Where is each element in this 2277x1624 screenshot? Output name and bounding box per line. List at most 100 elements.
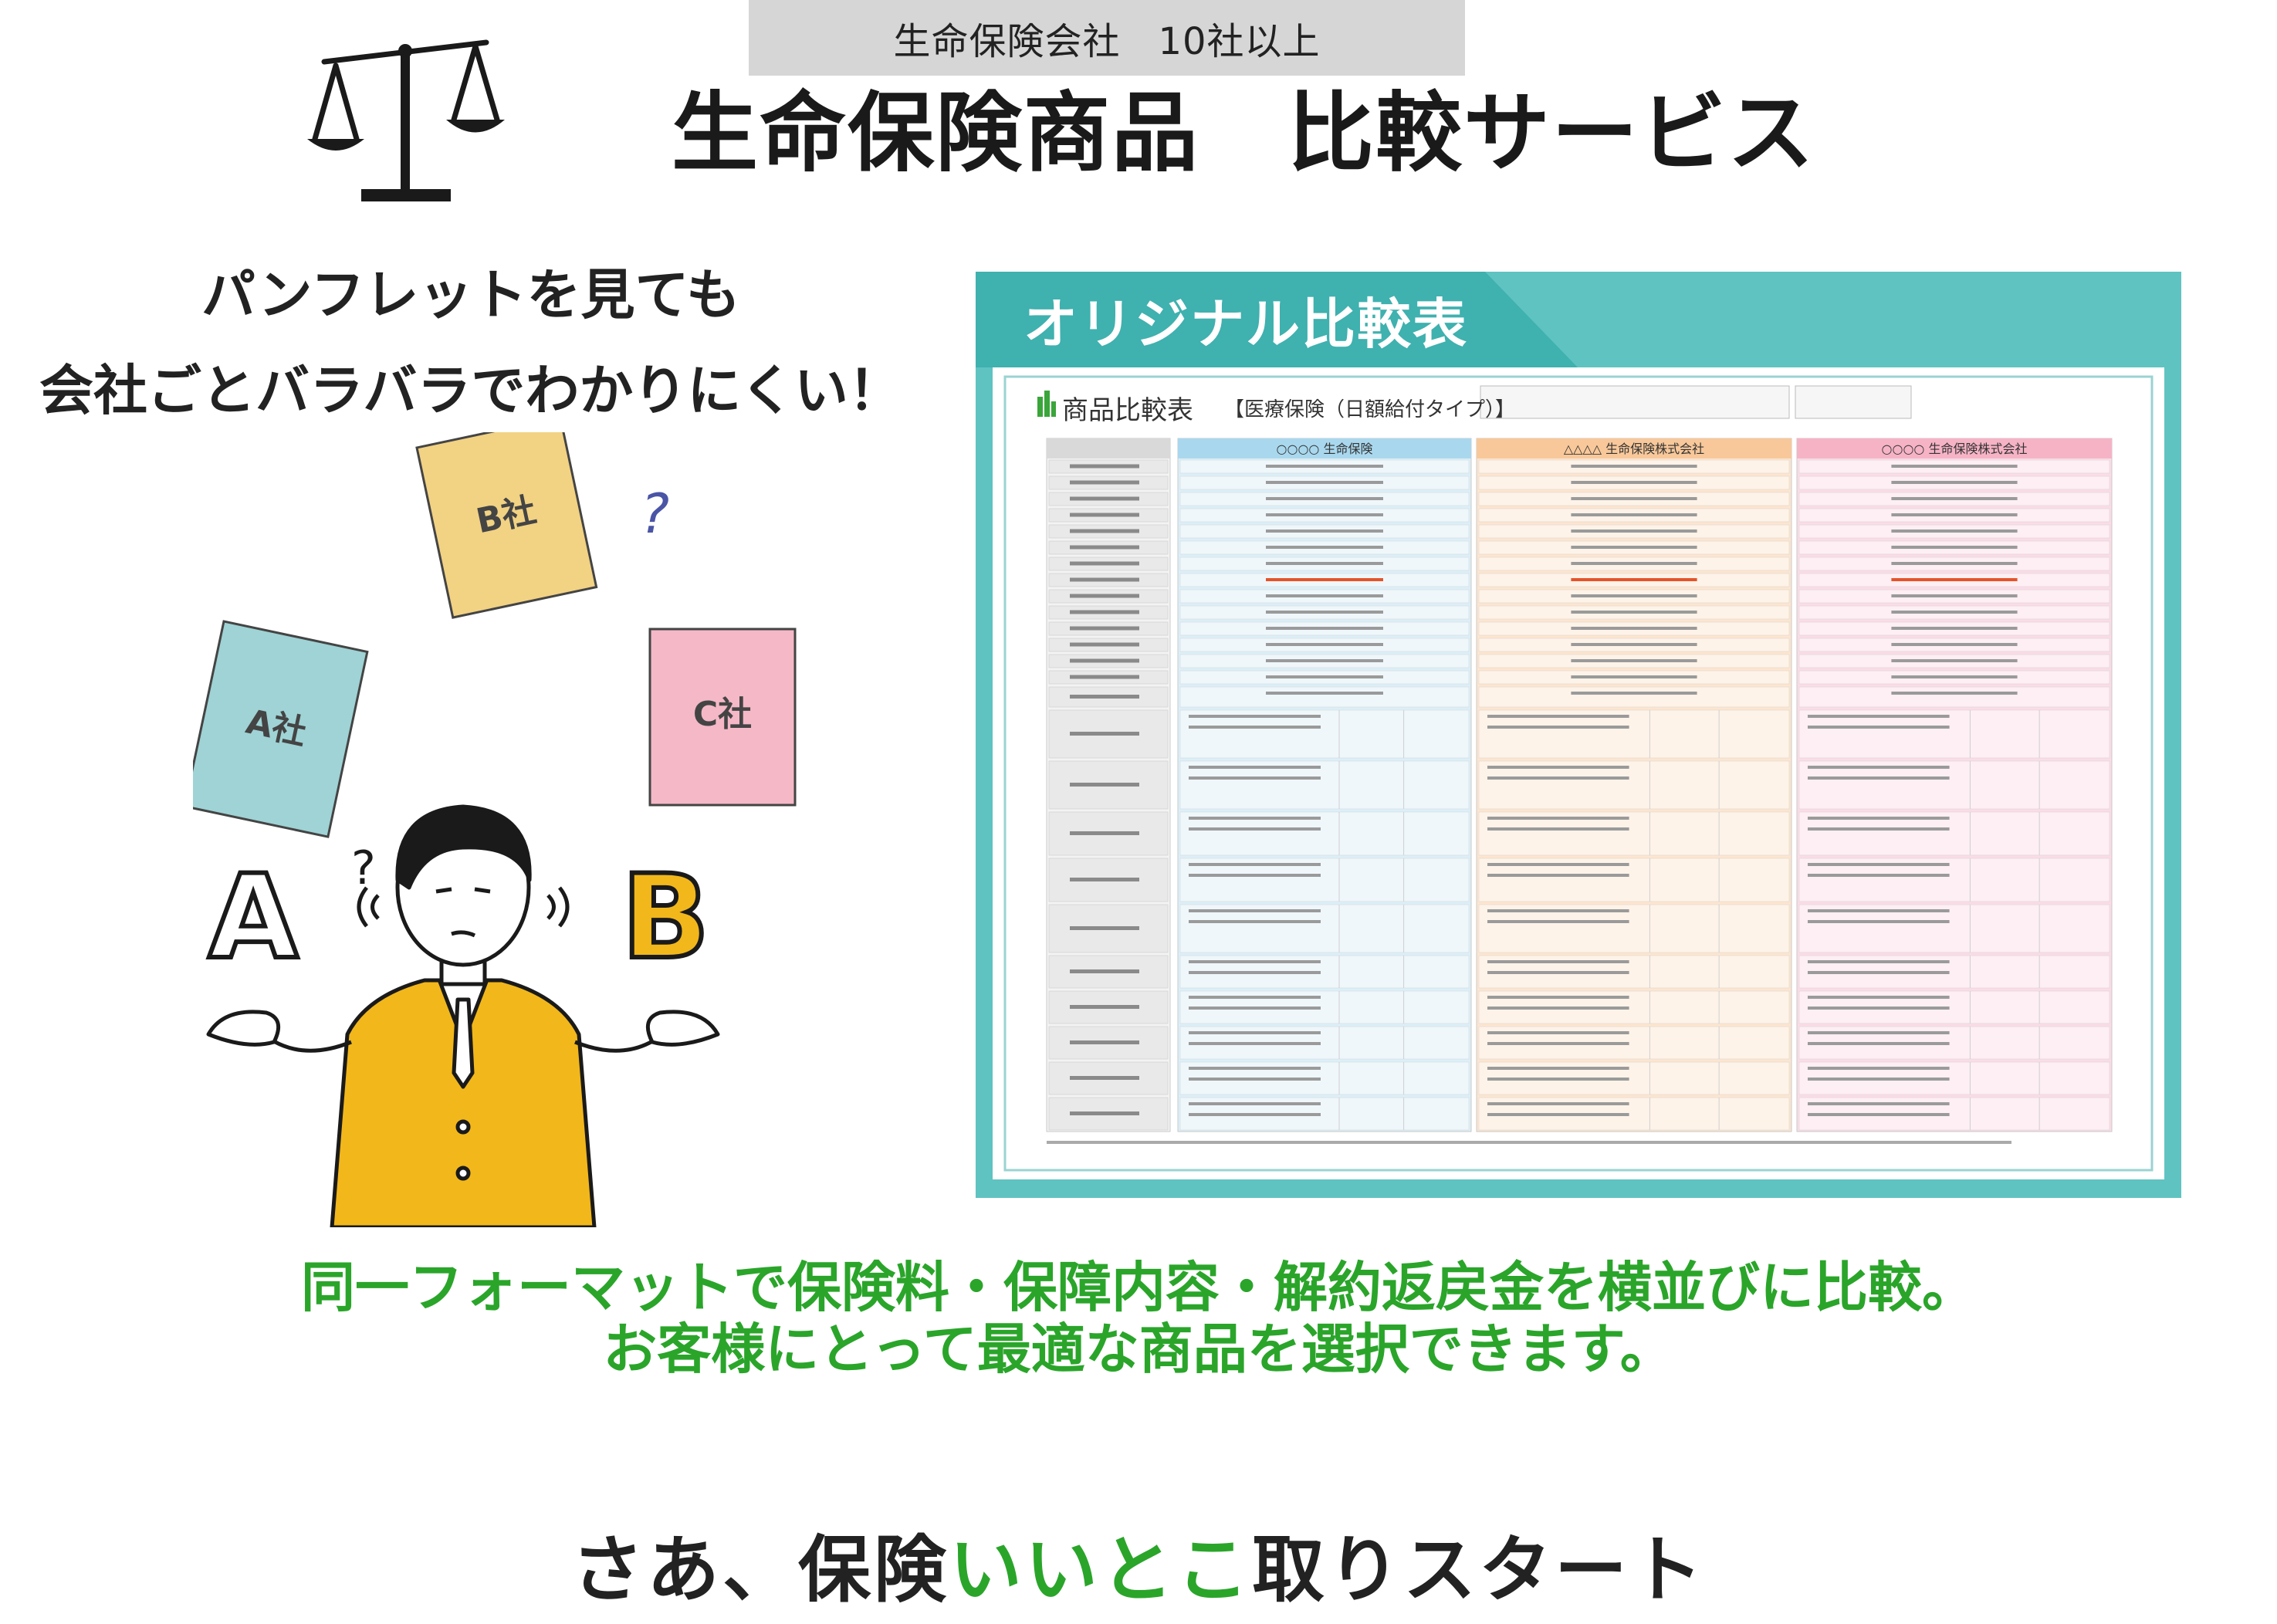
sheet-cell-text	[1808, 776, 1950, 780]
sheet-cell-text	[1487, 766, 1629, 769]
problem-line-2: 会社ごとバラバラでわかりにくい！	[39, 359, 902, 422]
sheet-cell-text	[1891, 692, 2018, 695]
sheet-cell-text	[1487, 827, 1629, 831]
sheet-cell-text	[1891, 578, 2018, 581]
sheet-cell	[1478, 686, 1790, 708]
sheet-cell-text	[1891, 529, 2018, 533]
sheet-column-header-label: △△△△ 生命保険株式会社	[1564, 442, 1704, 456]
sheet-cell-text	[1487, 971, 1629, 974]
sheet-cell-text	[1266, 643, 1383, 646]
sheet-cell-text	[1189, 1113, 1321, 1116]
sheet-cell	[1798, 904, 2110, 953]
sheet-cell	[1798, 709, 2110, 759]
sheet-border	[1003, 375, 2154, 1172]
sheet-row-label	[1070, 577, 1139, 582]
sheet-cell-text	[1189, 909, 1321, 912]
sheet-cell-text	[1487, 960, 1629, 963]
sheet-row-label	[1070, 610, 1139, 614]
sheet-cell-text	[1808, 1102, 1950, 1105]
sheet-cell-text	[1266, 529, 1383, 533]
sheet-row-label	[1070, 1076, 1139, 1080]
sheet-cell-text	[1487, 1031, 1629, 1034]
confused-man-illustration: B社 A社 C社 ? A B ?	[193, 432, 797, 1227]
sheet-cell-text	[1189, 827, 1321, 831]
sheet-info-box	[1795, 385, 1912, 419]
sheet-cell-text	[1189, 960, 1321, 963]
sheet-cell-text	[1189, 1007, 1321, 1010]
building-logo-icon	[1037, 391, 1056, 417]
blue-question-mark: ?	[641, 482, 669, 546]
sheet-row-label	[1070, 732, 1139, 736]
sheet-cell-text	[1571, 594, 1697, 597]
sheet-cell	[1798, 686, 2110, 708]
sheet-cell-text	[1808, 920, 1950, 923]
sheet-cell-text	[1189, 766, 1321, 769]
brochure-c-card: C社	[648, 628, 797, 807]
sheet-cell-text	[1571, 562, 1697, 565]
sheet-cell-text	[1266, 659, 1383, 662]
sheet-column-header	[1477, 438, 1791, 458]
sheet-cell-text	[1189, 996, 1321, 999]
sheet-cell	[1179, 709, 1470, 759]
sheet-cell-text	[1189, 1078, 1321, 1081]
sheet-cell-text	[1571, 675, 1697, 678]
sheet-cell-text	[1891, 643, 2018, 646]
sheet-cell-text	[1808, 971, 1950, 974]
sheet-grid: ○○○○ 生命保険△△△△ 生命保険株式会社○○○○ 生命保険株式会社	[1003, 375, 2154, 1172]
sheet-cell	[1179, 686, 1470, 708]
sheet-cell-text	[1808, 960, 1950, 963]
sheet-cell-text	[1891, 611, 2018, 614]
sheet-row-label	[1070, 675, 1139, 679]
sheet-row-label	[1070, 1005, 1139, 1009]
sheet-cell-text	[1189, 776, 1321, 780]
sheet-cell-text	[1189, 1042, 1321, 1045]
sheet-cell-text	[1571, 546, 1697, 549]
sheet-cell-text	[1571, 497, 1697, 500]
benefit-line-1: 同一フォーマットで保険料・保障内容・解約返戻金を横並びに比較。	[301, 1256, 1976, 1319]
sheet-cell-text	[1487, 776, 1629, 780]
sheet-row-label	[1070, 561, 1139, 566]
sheet-cell-text	[1487, 909, 1629, 912]
sheet-cell-text	[1266, 546, 1383, 549]
sheet-cell-text	[1891, 627, 2018, 630]
man-question-mark: ?	[351, 841, 376, 895]
sheet-cell-text	[1808, 1031, 1950, 1034]
sheet-cell-text	[1571, 465, 1697, 468]
benefit-line-2: お客様にとって最適な商品を選択できます。	[603, 1318, 1674, 1381]
sheet-cell-text	[1808, 817, 1950, 820]
sheet-info-box	[1480, 385, 1790, 419]
sheet-cell-text	[1891, 513, 2018, 516]
sheet-cell-text	[1189, 726, 1321, 729]
sheet-cell-text	[1891, 594, 2018, 597]
brochure-b-card: B社	[415, 432, 598, 619]
sheet-row-label	[1070, 513, 1139, 517]
sheet-column-header-label: ○○○○ 生命保険	[1277, 442, 1373, 456]
sheet-cell-text	[1808, 1113, 1950, 1116]
sheet-cell-text	[1571, 481, 1697, 484]
main-title: 生命保険商品 比較サービス	[672, 83, 1815, 184]
sheet-cell-text	[1487, 1067, 1629, 1070]
sheet-cell-text	[1808, 1078, 1950, 1081]
brochure-c-label: C社	[693, 695, 752, 734]
sheet-cell-text	[1891, 546, 2018, 549]
sheet-cell-text	[1266, 594, 1383, 597]
sheet-cell-text	[1808, 1007, 1950, 1010]
sheet-cell-text	[1189, 715, 1321, 718]
sheet-cell-text	[1808, 827, 1950, 831]
sheet-cell-text	[1571, 611, 1697, 614]
sheet-row-label	[1070, 642, 1139, 647]
letter-b: B	[621, 851, 709, 985]
sheet-cell-text	[1487, 920, 1629, 923]
sheet-cell-text	[1571, 578, 1697, 581]
sheet-cell-text	[1808, 909, 1950, 912]
balance-scale-icon	[307, 39, 505, 201]
sheet-cell-text	[1571, 529, 1697, 533]
sheet-cell-text	[1266, 627, 1383, 630]
sheet-cell	[1798, 760, 2110, 810]
sheet-cell	[1478, 709, 1790, 759]
sheet-cell	[1478, 904, 1790, 953]
sheet-row-label	[1070, 1111, 1139, 1115]
sheet-cell-text	[1571, 513, 1697, 516]
sheet-title: 商品比較表	[1062, 395, 1193, 426]
company-count-badge: 生命保険会社 10社以上	[749, 0, 1465, 76]
